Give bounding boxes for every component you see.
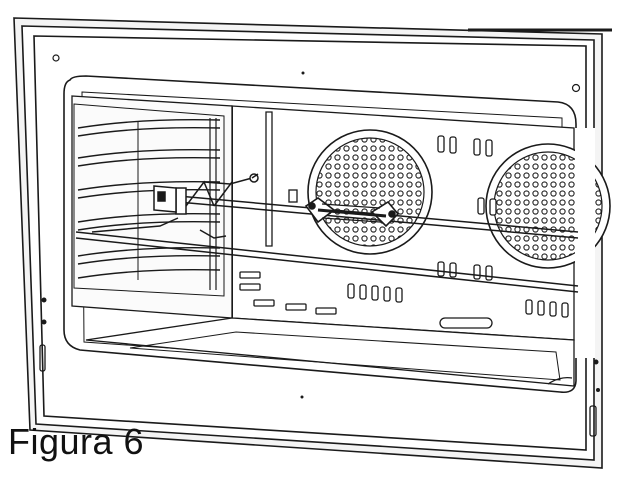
- frame-slots: [39, 344, 597, 437]
- figure-caption: Figura 6: [8, 421, 145, 462]
- vents-top: [437, 135, 497, 216]
- vents-bottom: [347, 261, 569, 329]
- spit-forks: [304, 197, 400, 228]
- rack-rails: [77, 118, 221, 290]
- oven-floor: [85, 317, 575, 387]
- wall-clips: [239, 271, 337, 315]
- rotisserie-frame: [91, 173, 259, 239]
- frame-screws: [41, 54, 600, 399]
- rear-post: [265, 111, 298, 247]
- fan-left: [307, 129, 433, 255]
